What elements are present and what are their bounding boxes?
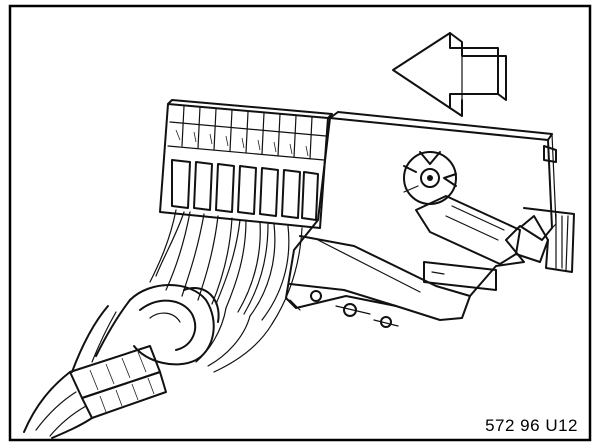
frame-border [8,4,592,442]
connector-housing-icon [285,111,557,328]
lever-arm [415,195,549,265]
pin-block [159,99,333,229]
direction-arrow-icon [392,32,507,117]
wiring-harness-icon [23,209,303,439]
latch-tab [423,207,575,291]
reference-code: 572 96 U12 [485,416,578,435]
